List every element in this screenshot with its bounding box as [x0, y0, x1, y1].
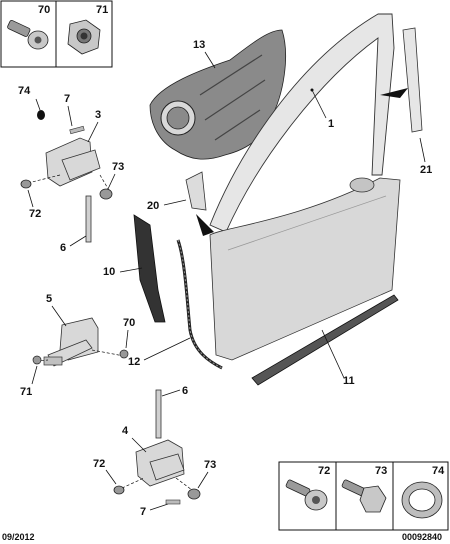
window-regulator-panel: 13: [149, 29, 286, 160]
screw-70-icon: [7, 19, 49, 50]
mirror-trim: 20: [147, 171, 214, 236]
callout-73-upper: 73: [112, 161, 124, 173]
callout-21: 21: [420, 164, 432, 176]
ref-label-73: 73: [375, 465, 387, 477]
callout-73-lower: 73: [204, 459, 216, 471]
pillar-trim-strip: 21: [380, 27, 432, 176]
callout-12: 12: [128, 356, 140, 368]
callout-6-lower: 6: [182, 385, 188, 397]
ref-label-71: 71: [96, 4, 108, 16]
ref-label-70: 70: [38, 4, 50, 16]
footer-date: 09/2012: [2, 532, 35, 542]
washer-74-icon: [401, 481, 443, 519]
sill-trim-strip: 11: [251, 294, 399, 387]
lower-hinge: 6 4 72 73 7: [93, 385, 216, 518]
top-fastener-box: 70 71: [0, 0, 113, 68]
upper-hinge: 3 7 72 73 6 74: [18, 85, 124, 254]
nut-71-icon: [67, 19, 101, 55]
footer-code: 00092840: [402, 532, 442, 542]
callout-3: 3: [95, 109, 101, 121]
bottom-fastener-box: 72 73 74: [278, 461, 449, 531]
ref-label-74: 74: [432, 465, 445, 477]
callout-70: 70: [123, 317, 135, 329]
callout-7-lower: 7: [140, 506, 146, 518]
callout-5: 5: [46, 293, 52, 305]
pillar-seal: 10: [103, 214, 166, 323]
callout-20: 20: [147, 200, 159, 212]
callout-7-upper: 7: [64, 93, 70, 105]
callout-71: 71: [20, 386, 32, 398]
bolt-72-icon: [285, 479, 328, 511]
callout-13: 13: [193, 39, 205, 51]
callout-11: 11: [343, 375, 355, 387]
callout-72-lower: 72: [93, 458, 105, 470]
ref-label-72: 72: [318, 465, 330, 477]
callout-72-upper: 72: [29, 208, 41, 220]
callout-74: 74: [18, 85, 31, 97]
door-seal-strip: 12: [128, 239, 223, 370]
door-check-strap: 5 70 71: [20, 293, 135, 398]
callout-6-upper: 6: [60, 242, 66, 254]
callout-4: 4: [122, 425, 129, 437]
callout-10: 10: [103, 266, 115, 278]
bolt-73-icon: [341, 479, 387, 513]
door-shell: 1: [209, 13, 401, 361]
callout-1: 1: [328, 118, 334, 130]
